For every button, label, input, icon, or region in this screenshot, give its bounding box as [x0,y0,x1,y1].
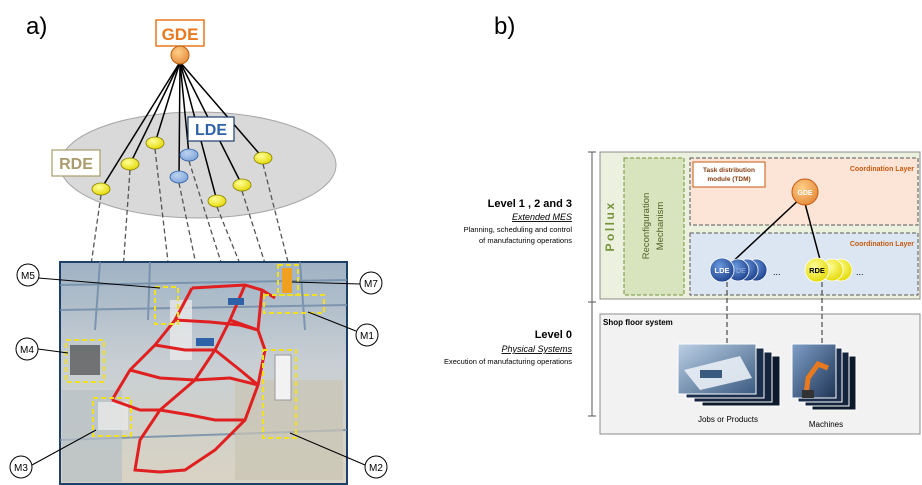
jobs-label: Jobs or Products [698,415,758,424]
tdm-label-1: Task distribution [703,167,755,174]
level-bracket [588,151,596,417]
level-0-subtitle: Physical Systems [501,344,572,354]
machines-label: Machines [809,420,843,429]
machine-label-m1: M1 [360,331,374,342]
gde-rde-link [802,195,823,268]
rde-node [232,178,252,192]
coordination-layer-top-label: Coordination Layer [850,166,914,173]
level-123-title: Level 1 , 2 and 3 [488,198,572,210]
shop-floor-photo [59,261,348,485]
rde-node [207,194,227,208]
level-123-subtitle: Extended MES [512,212,572,222]
gde-lde-link [726,195,804,268]
panel-a-label: a) [26,13,47,40]
machine-label-m7: M7 [364,279,378,290]
level-0-desc: Execution of manufacturing operations [444,357,572,366]
gde-label: GDE [162,25,199,44]
rde-node [145,136,165,150]
pollux-label: Pollux [603,200,617,251]
rde-label: RDE [59,156,93,173]
lde-node-b-label: LDE [715,266,730,275]
machine-label-m2: M2 [369,463,383,474]
coordination-layer-bottom-label: Coordination Layer [850,241,914,248]
lde-label-box [187,116,235,142]
rde-node [120,157,140,171]
reconfiguration-label-1: Reconfiguration [641,193,652,260]
level-123-desc-1: Planning, scheduling and control [464,225,573,234]
lde-stack: DE LDE [709,257,768,283]
lde-node [169,170,189,184]
machine-label-m4: M4 [20,345,34,356]
level-123-desc-2: of manufacturing operations [479,236,572,245]
machine-label-m3: M3 [14,463,28,474]
tdm-box [692,161,766,188]
reconfiguration-box [623,157,685,296]
gde-node-b [791,178,819,206]
rde-label-box [51,149,101,177]
rde-node [253,151,273,165]
lde-label: LDE [195,122,227,139]
panel-b-label: b) [494,13,515,40]
rde-stack: RDE [804,257,853,283]
machines-image [791,343,857,411]
lde-ghost-1: DE [736,268,746,275]
jobs-image [677,343,781,407]
reconfiguration-label-2: Mechanism [655,202,666,251]
lde-node [179,148,199,162]
machine-label-m5: M5 [21,271,35,282]
rde-node-b-label: RDE [809,266,825,275]
level-0-title: Level 0 [535,329,572,341]
rde-node [91,182,111,196]
shop-floor-label: Shop floor system [603,318,673,327]
gde-node-b-label: GDE [797,190,813,197]
machine-labels [31,277,366,466]
machine-markers: M5 M4 M3 M7 M1 M2 [9,263,388,479]
rde-ellipsis: ... [856,267,864,277]
tdm-label-2: module (TDM) [707,176,750,183]
gde-node [170,45,190,65]
lde-ellipsis: ... [773,267,781,277]
